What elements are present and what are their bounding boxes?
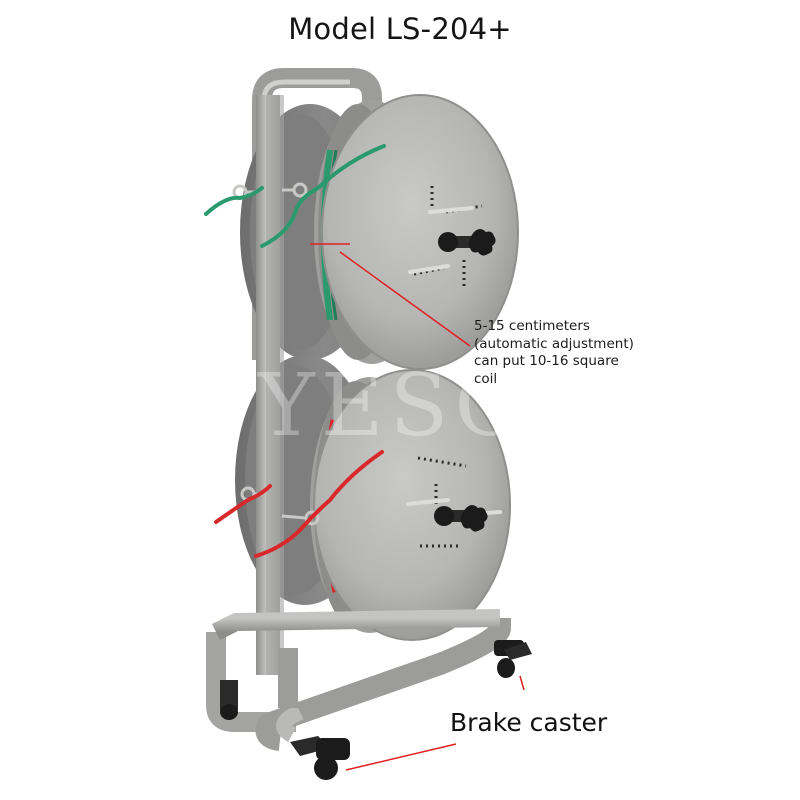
callout-line: 5-15 centimeters bbox=[474, 318, 590, 334]
caster-right-icon bbox=[494, 640, 532, 678]
lower-front-reel bbox=[310, 369, 511, 641]
frame-base bbox=[206, 609, 511, 751]
brake-caster-label: Brake caster bbox=[450, 708, 608, 737]
upper-reel-pins bbox=[408, 206, 474, 274]
lower-reel-slots bbox=[417, 456, 467, 548]
green-wire bbox=[204, 144, 386, 248]
callout-line: coil bbox=[474, 370, 498, 387]
caster-front-icon bbox=[290, 736, 350, 780]
upper-knob-icon bbox=[438, 229, 496, 256]
watermark: YESO bbox=[258, 356, 531, 456]
callout-arrow bbox=[310, 243, 525, 771]
callout-line: (automatic adjustment) bbox=[474, 335, 634, 352]
size-callout: 5-15 centimeters (automatic adjustment) … bbox=[474, 318, 634, 388]
caster-left-icon bbox=[220, 680, 238, 720]
page-title: Model LS-204+ bbox=[288, 12, 512, 46]
lower-knob-icon bbox=[434, 505, 488, 532]
red-wire bbox=[214, 450, 384, 558]
callout-line: can put 10-16 square bbox=[474, 353, 619, 369]
